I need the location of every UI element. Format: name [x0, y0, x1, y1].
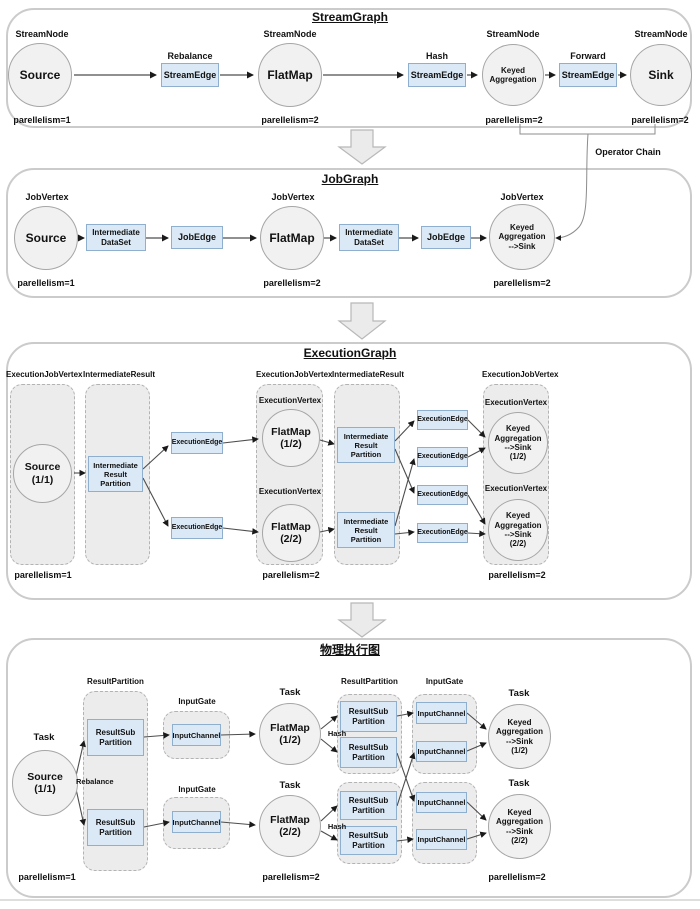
- execution-job-vertex-label: ExecutionJobVertex: [482, 370, 559, 379]
- execution-vertex-label: ExecutionVertex: [484, 484, 548, 493]
- stream-node-flatmap: FlatMap: [258, 43, 322, 107]
- input-channel-box: InputChannel: [416, 702, 467, 724]
- input-gate-label: InputGate: [425, 677, 464, 686]
- task-flatmap-2-2: FlatMap (2/2): [259, 795, 321, 857]
- result-sub-partition-box: ResultSub Partition: [340, 701, 397, 732]
- result-sub-partition-box: ResultSub Partition: [340, 791, 397, 820]
- stream-edge-box: StreamEdge: [559, 63, 617, 87]
- rebalance-label: Rebalance: [167, 51, 213, 61]
- job-edge-box: JobEdge: [421, 226, 471, 249]
- execution-vertex-flatmap-2-2: FlatMap (2/2): [262, 504, 320, 562]
- job-vertex-source: Source: [14, 206, 78, 270]
- input-channel-box: InputChannel: [416, 741, 467, 762]
- parallelism-label: parellelism=2: [485, 115, 543, 125]
- parallelism-label: parellelism=1: [13, 115, 71, 125]
- input-channel-box: InputChannel: [172, 811, 221, 833]
- result-partition-label: ResultPartition: [341, 677, 398, 686]
- intermediate-result-label: IntermediateResult: [332, 370, 405, 379]
- hash-label: Hash: [425, 51, 448, 61]
- bottom-divider: [0, 899, 700, 901]
- section-transition-arrows: [337, 129, 387, 638]
- intermediate-result-partition-box: Intermediate Result Partition: [337, 427, 395, 463]
- job-vertex-keyed-agg-sink: Keyed Aggregation -->Sink: [489, 204, 555, 270]
- execution-edge-box: ExecutionEdge: [417, 523, 468, 543]
- execution-vertex-keyed-agg-sink-1-2: Keyed Aggregation -->Sink (1/2): [488, 412, 548, 474]
- execution-edge-box: ExecutionEdge: [417, 447, 468, 467]
- result-sub-partition-box: ResultSub Partition: [87, 809, 144, 846]
- task-label: Task: [508, 778, 530, 789]
- result-sub-partition-box: ResultSub Partition: [340, 826, 397, 855]
- physical-graph-title: 物理执行图: [319, 643, 380, 657]
- execution-vertex-label: ExecutionVertex: [258, 487, 322, 496]
- execution-vertex-flatmap-1-2: FlatMap (1/2): [262, 409, 320, 467]
- execution-job-vertex-label: ExecutionJobVertex: [256, 370, 333, 379]
- stream-node-label: StreamNode: [15, 29, 69, 39]
- job-vertex-label: JobVertex: [500, 192, 544, 202]
- intermediate-result-partition-box: Intermediate Result Partition: [337, 512, 395, 548]
- execution-job-vertex-label: ExecutionJobVertex: [6, 370, 83, 379]
- input-channel-box: InputChannel: [416, 829, 467, 850]
- stream-edge-box: StreamEdge: [408, 63, 466, 87]
- task-source-1-1: Source (1/1): [12, 750, 78, 816]
- input-gate-label: InputGate: [178, 785, 216, 794]
- rebalance-label: Rebalance: [76, 777, 114, 786]
- stream-node-label: StreamNode: [634, 29, 688, 39]
- intermediate-result-label: IntermediateResult: [83, 370, 156, 379]
- parallelism-label: parellelism=2: [488, 570, 546, 580]
- job-vertex-label: JobVertex: [271, 192, 315, 202]
- hash-label: Hash: [327, 729, 347, 738]
- stream-node-keyed-aggregation: Keyed Aggregation: [482, 44, 544, 106]
- task-label: Task: [279, 780, 301, 791]
- hash-label: Hash: [327, 822, 347, 831]
- forward-label: Forward: [570, 51, 606, 61]
- stream-graph-title: StreamGraph: [311, 10, 389, 24]
- execution-edge-box: ExecutionEdge: [171, 517, 223, 539]
- job-vertex-label: JobVertex: [25, 192, 69, 202]
- job-vertex-flatmap: FlatMap: [260, 206, 324, 270]
- input-channel-box: InputChannel: [172, 724, 221, 746]
- intermediate-result-partition-box: Intermediate Result Partition: [88, 456, 143, 492]
- task-keyed-agg-sink-1-2: Keyed Aggregation -->Sink (1/2): [488, 704, 551, 769]
- task-keyed-agg-sink-2-2: Keyed Aggregation -->Sink (2/2): [488, 794, 551, 859]
- execution-vertex-source-1-1: Source (1/1): [13, 444, 72, 503]
- execution-edge-box: ExecutionEdge: [417, 485, 468, 505]
- parallelism-label: parellelism=2: [493, 278, 551, 288]
- parallelism-label: parellelism=2: [262, 570, 320, 580]
- operator-chain-label: Operator Chain: [595, 147, 661, 157]
- parallelism-label: parellelism=1: [17, 278, 75, 288]
- parallelism-label: parellelism=1: [18, 872, 76, 882]
- result-sub-partition-box: ResultSub Partition: [87, 719, 144, 756]
- task-flatmap-1-2: FlatMap (1/2): [259, 703, 321, 765]
- parallelism-label: parellelism=2: [263, 278, 321, 288]
- stream-node-sink: Sink: [630, 44, 692, 106]
- parallelism-label: parellelism=1: [14, 570, 72, 580]
- parallelism-label: parellelism=2: [631, 115, 689, 125]
- task-label: Task: [33, 732, 55, 743]
- stream-node-label: StreamNode: [263, 29, 317, 39]
- parallelism-label: parellelism=2: [262, 872, 320, 882]
- job-graph-title: JobGraph: [321, 172, 379, 186]
- execution-vertex-keyed-agg-sink-2-2: Keyed Aggregation -->Sink (2/2): [488, 499, 548, 561]
- input-gate-label: InputGate: [178, 697, 216, 706]
- parallelism-label: parellelism=2: [488, 872, 546, 882]
- task-label: Task: [508, 688, 530, 699]
- input-channel-box: InputChannel: [416, 792, 467, 813]
- intermediate-dataset-box: Intermediate DataSet: [86, 224, 146, 251]
- stream-node-label: StreamNode: [486, 29, 540, 39]
- result-sub-partition-box: ResultSub Partition: [340, 737, 397, 768]
- execution-vertex-label: ExecutionVertex: [484, 398, 548, 407]
- parallelism-label: parellelism=2: [261, 115, 319, 125]
- stream-edge-box: StreamEdge: [161, 63, 219, 87]
- execution-vertex-label: ExecutionVertex: [258, 396, 322, 405]
- execution-graph-title: ExecutionGraph: [303, 346, 397, 360]
- execution-edge-box: ExecutionEdge: [417, 410, 468, 430]
- job-edge-box: JobEdge: [171, 226, 223, 249]
- stream-node-source: Source: [8, 43, 72, 107]
- execution-edge-box: ExecutionEdge: [171, 432, 223, 454]
- intermediate-dataset-box: Intermediate DataSet: [339, 224, 399, 251]
- result-partition-label: ResultPartition: [87, 677, 144, 686]
- task-label: Task: [279, 687, 301, 698]
